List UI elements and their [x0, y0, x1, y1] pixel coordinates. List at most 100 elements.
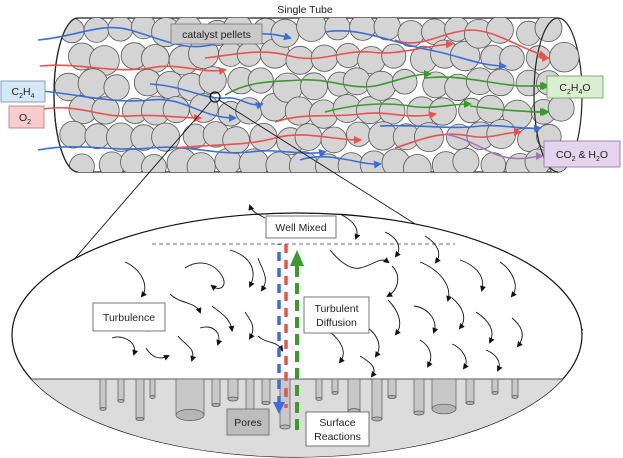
catalyst-pellet: [294, 123, 323, 151]
svg-text:Pores: Pores: [234, 417, 261, 429]
pore-bottom: [315, 397, 323, 401]
pore: [99, 378, 107, 410]
catalyst-pellet: [59, 18, 85, 44]
pore: [491, 378, 499, 394]
pore: [413, 378, 425, 414]
flow-red-6: [274, 111, 437, 123]
catalyst-pellet: [547, 94, 575, 122]
flow-green-1: [224, 70, 432, 96]
surface-reactions-label: Surface Reactions: [305, 411, 370, 447]
pore-bottom: [261, 401, 271, 405]
catalyst-pellet: [235, 97, 263, 125]
flow-red-2: [37, 106, 202, 122]
flow-red-7: [394, 128, 522, 149]
tube-title: Single Tube: [277, 4, 333, 16]
pore: [431, 378, 457, 410]
catalyst-pellet: [534, 18, 563, 43]
catalyst-label: catalyst pellets: [170, 23, 263, 45]
catalyst-pellet: [296, 18, 327, 42]
pore-bottom: [491, 391, 499, 395]
flow-blue-6: [379, 124, 542, 133]
catalyst-pellet: [265, 151, 293, 172]
tube-end-left: [53, 17, 79, 173]
svg-text:C2H4O: C2H4O: [559, 82, 590, 96]
pore-bottom: [135, 417, 145, 421]
svg-text:Reactions: Reactions: [314, 431, 361, 443]
zoom-circle: [209, 91, 221, 103]
pores-label: Pores: [226, 408, 270, 436]
catalyst-pellet: [249, 123, 278, 152]
c2h4-inlet-label: C2H4: [0, 80, 46, 103]
catalyst-pellet: [247, 67, 274, 94]
pore: [117, 378, 125, 402]
svg-text:CO2 & H2O: CO2 & H2O: [556, 149, 608, 163]
svg-text:Diffusion: Diffusion: [316, 317, 357, 329]
pore-bottom: [331, 391, 339, 395]
pore-bottom: [227, 396, 239, 402]
pore: [245, 378, 255, 414]
catalyst-pellet: [349, 18, 377, 41]
pore: [371, 378, 383, 420]
pore-bottom: [413, 410, 425, 416]
pore-bottom: [431, 403, 457, 415]
pore: [331, 378, 339, 394]
svg-text:C2H4: C2H4: [12, 86, 35, 100]
flow-red-4: [174, 134, 362, 149]
catalyst-pellet: [381, 43, 407, 69]
flow-red-3: [204, 40, 454, 60]
pore-bottom: [387, 395, 397, 399]
pore-bottom: [465, 401, 475, 405]
flow-blue-7: [299, 155, 382, 169]
turbulence-label: Turbulence: [92, 302, 166, 332]
svg-text:Turbulence: Turbulence: [103, 312, 155, 324]
pore: [227, 378, 239, 400]
catalyst-pellet: [77, 68, 109, 99]
pore-bottom: [99, 407, 107, 411]
pore: [175, 378, 205, 416]
pore-bottom: [149, 395, 156, 399]
flow-red-1: [39, 64, 227, 75]
pore-bottom: [279, 424, 291, 430]
diffusion-arrows: [273, 244, 304, 430]
pore-bottom: [511, 395, 519, 399]
catalyst-pellet: [300, 72, 328, 101]
pore: [387, 378, 397, 398]
co2-h2o-outlet-label: CO2 & H2O: [543, 140, 621, 168]
catalyst-pellet: [402, 154, 432, 172]
catalyst-pellet: [452, 147, 480, 172]
catalyst-pellet: [379, 98, 406, 125]
flow-green-2: [324, 100, 472, 113]
catalyst-pellet: [342, 67, 371, 96]
catalyst-pellet: [486, 18, 514, 44]
catalyst-pellet: [236, 41, 262, 67]
catalyst-pellet: [59, 120, 88, 149]
svg-text:Surface: Surface: [319, 417, 355, 429]
pore-bottom: [211, 403, 221, 407]
flow-blue-3: [37, 146, 327, 157]
svg-text:Turbulent: Turbulent: [315, 303, 359, 315]
catalyst-pellet-bed: [54, 18, 580, 172]
pore: [135, 378, 145, 420]
pore: [315, 378, 323, 400]
catalyst-pellet: [69, 153, 95, 172]
flow-blue-4: [149, 83, 264, 110]
catalyst-pellet: [345, 121, 372, 147]
pore: [211, 378, 221, 406]
catalyst-pellet: [428, 97, 457, 126]
svg-text:Well Mixed: Well Mixed: [275, 222, 326, 234]
pore: [347, 378, 361, 412]
catalyst-pellet: [222, 126, 250, 154]
flow-blue-2: [31, 89, 237, 122]
catalyst-pellet: [324, 18, 351, 41]
catalyst-pellet: [270, 18, 300, 48]
turbulent-diffusion-label: Turbulent Diffusion: [303, 296, 370, 334]
pore-bottom: [117, 399, 125, 403]
pore: [465, 378, 475, 404]
svg-text:catalyst pellets: catalyst pellets: [182, 29, 251, 41]
flow-red-5: [394, 29, 547, 58]
catalyst-pellet: [320, 126, 348, 154]
flow-blue-5: [324, 30, 507, 70]
flow-purple-1: [444, 133, 544, 161]
pore-cylinders: [99, 378, 519, 430]
